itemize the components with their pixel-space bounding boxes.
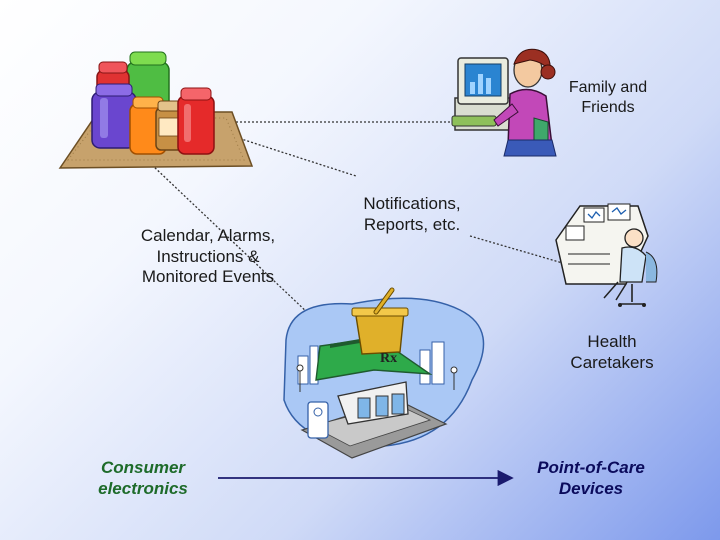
label-consumer-electronics: Consumer electronics: [98, 458, 188, 498]
medicine-jars-icon: [58, 51, 254, 169]
connector-jars-pharmacy: [151, 164, 331, 335]
pharmacy-sign: Rx: [380, 351, 397, 366]
label-calendar-alarms: Calendar, Alarms, Instructions & Monitor…: [140, 226, 276, 287]
connector-jars-notifications: [231, 135, 357, 177]
pharmacy-building-icon: [283, 287, 485, 459]
connector-notifications-health: [469, 235, 567, 265]
connector-lines: [151, 121, 567, 487]
family-computer-icon: [451, 48, 557, 157]
label-health-caretakers: Health Caretakers: [570, 332, 654, 372]
label-point-of-care: Point-of-Care Devices: [537, 458, 645, 498]
label-family-friends: Family and Friends: [568, 79, 648, 116]
label-notifications: Notifications, Reports, etc.: [363, 194, 461, 234]
health-caretaker-workstation-icon: [555, 203, 658, 307]
